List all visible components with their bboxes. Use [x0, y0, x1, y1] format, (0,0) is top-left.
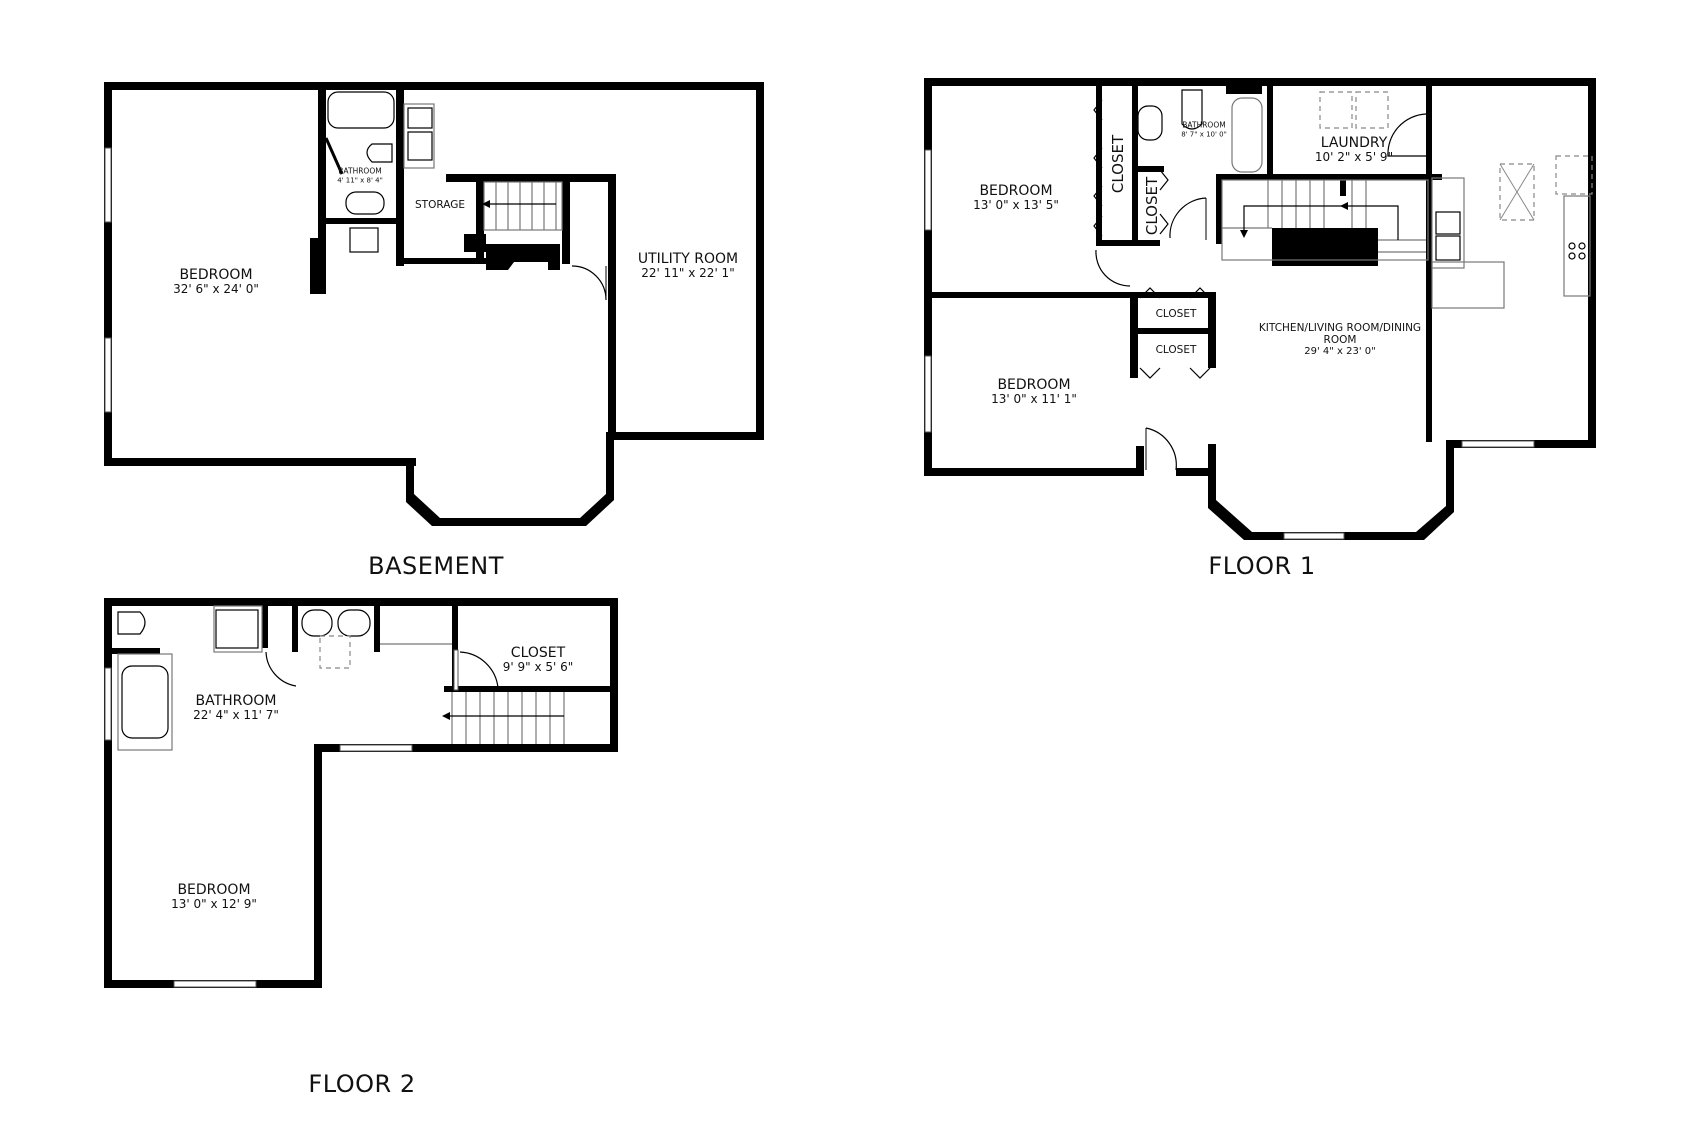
basement-storage-label: STORAGE [415, 199, 465, 211]
room-dimensions: 13' 0" x 12' 9" [171, 897, 257, 912]
room-name: BEDROOM [177, 882, 251, 899]
floor1-closet-h1-label: CLOSET [1156, 308, 1197, 320]
room-name: BATHROOM [338, 166, 382, 176]
room-dimensions: 13' 0" x 13' 5" [973, 198, 1059, 213]
room-dimensions: 32' 6" x 24' 0" [173, 282, 259, 297]
room-name: BATHROOM [1182, 120, 1226, 130]
floor1-closet-vertical-2-label: CLOSET [1143, 176, 1161, 236]
floor2-bathroom-label: BATHROOM 22' 4" x 11' 7" [193, 693, 279, 723]
room-name: UTILITY ROOM [637, 251, 739, 268]
room-name: KITCHEN/LIVING ROOM/DINING ROOM [1258, 322, 1422, 347]
room-name: BEDROOM [997, 377, 1071, 394]
floor-title-floor1: FLOOR 1 [1208, 552, 1316, 580]
room-dimensions: 10' 2" x 5' 9" [1314, 150, 1394, 165]
floor1-kitchen-living-dining-label: KITCHEN/LIVING ROOM/DINING ROOM 29' 4" x… [1245, 322, 1435, 358]
room-name: CLOSET [1155, 343, 1197, 356]
room-name: BATHROOM [195, 693, 277, 710]
basement-bathroom-label: BATHROOM 4' 11" x 8' 4" [337, 166, 383, 185]
room-dimensions: 9' 9" x 5' 6" [502, 660, 574, 675]
room-name: BEDROOM [979, 183, 1053, 200]
floor-title-floor2: FLOOR 2 [308, 1070, 416, 1098]
floor1-plan [924, 78, 1596, 540]
room-dimensions: 13' 0" x 11' 1" [991, 392, 1077, 407]
floor-title-basement: BASEMENT [368, 552, 504, 580]
room-dimensions: 22' 11" x 22' 1" [641, 266, 735, 281]
floor1-closet-h2-label: CLOSET [1156, 344, 1197, 356]
floor1-bedroom-a-label: BEDROOM 13' 0" x 13' 5" [973, 183, 1059, 213]
floor1-bedroom-b-label: BEDROOM 13' 0" x 11' 1" [991, 377, 1077, 407]
room-dimensions: 29' 4" x 23' 0" [1304, 346, 1376, 358]
floor2-closet-label: CLOSET 9' 9" x 5' 6" [503, 645, 574, 675]
room-name: CLOSET [1155, 307, 1197, 320]
basement-plan [104, 82, 764, 526]
room-dimensions: 22' 4" x 11' 7" [193, 708, 279, 723]
room-dimensions: 8' 7" x 10' 0" [1181, 130, 1227, 139]
basement-bedroom-label: BEDROOM 32' 6" x 24' 0" [173, 267, 259, 297]
basement-utility-room-label: UTILITY ROOM 22' 11" x 22' 1" [638, 251, 738, 281]
room-dimensions: 4' 11" x 8' 4" [337, 176, 383, 185]
floor2-plan [104, 598, 618, 988]
floor1-bathroom-label: BATHROOM 8' 7" x 10' 0" [1181, 120, 1227, 139]
room-name: LAUNDRY [1320, 135, 1388, 152]
floor1-laundry-label: LAUNDRY 10' 2" x 5' 9" [1315, 135, 1393, 165]
floor2-bedroom-label: BEDROOM 13' 0" x 12' 9" [171, 882, 257, 912]
room-name: BEDROOM [179, 267, 253, 284]
room-name: CLOSET [510, 645, 566, 662]
room-name: STORAGE [415, 198, 465, 211]
floor1-closet-vertical-1-label: CLOSET [1109, 134, 1127, 194]
